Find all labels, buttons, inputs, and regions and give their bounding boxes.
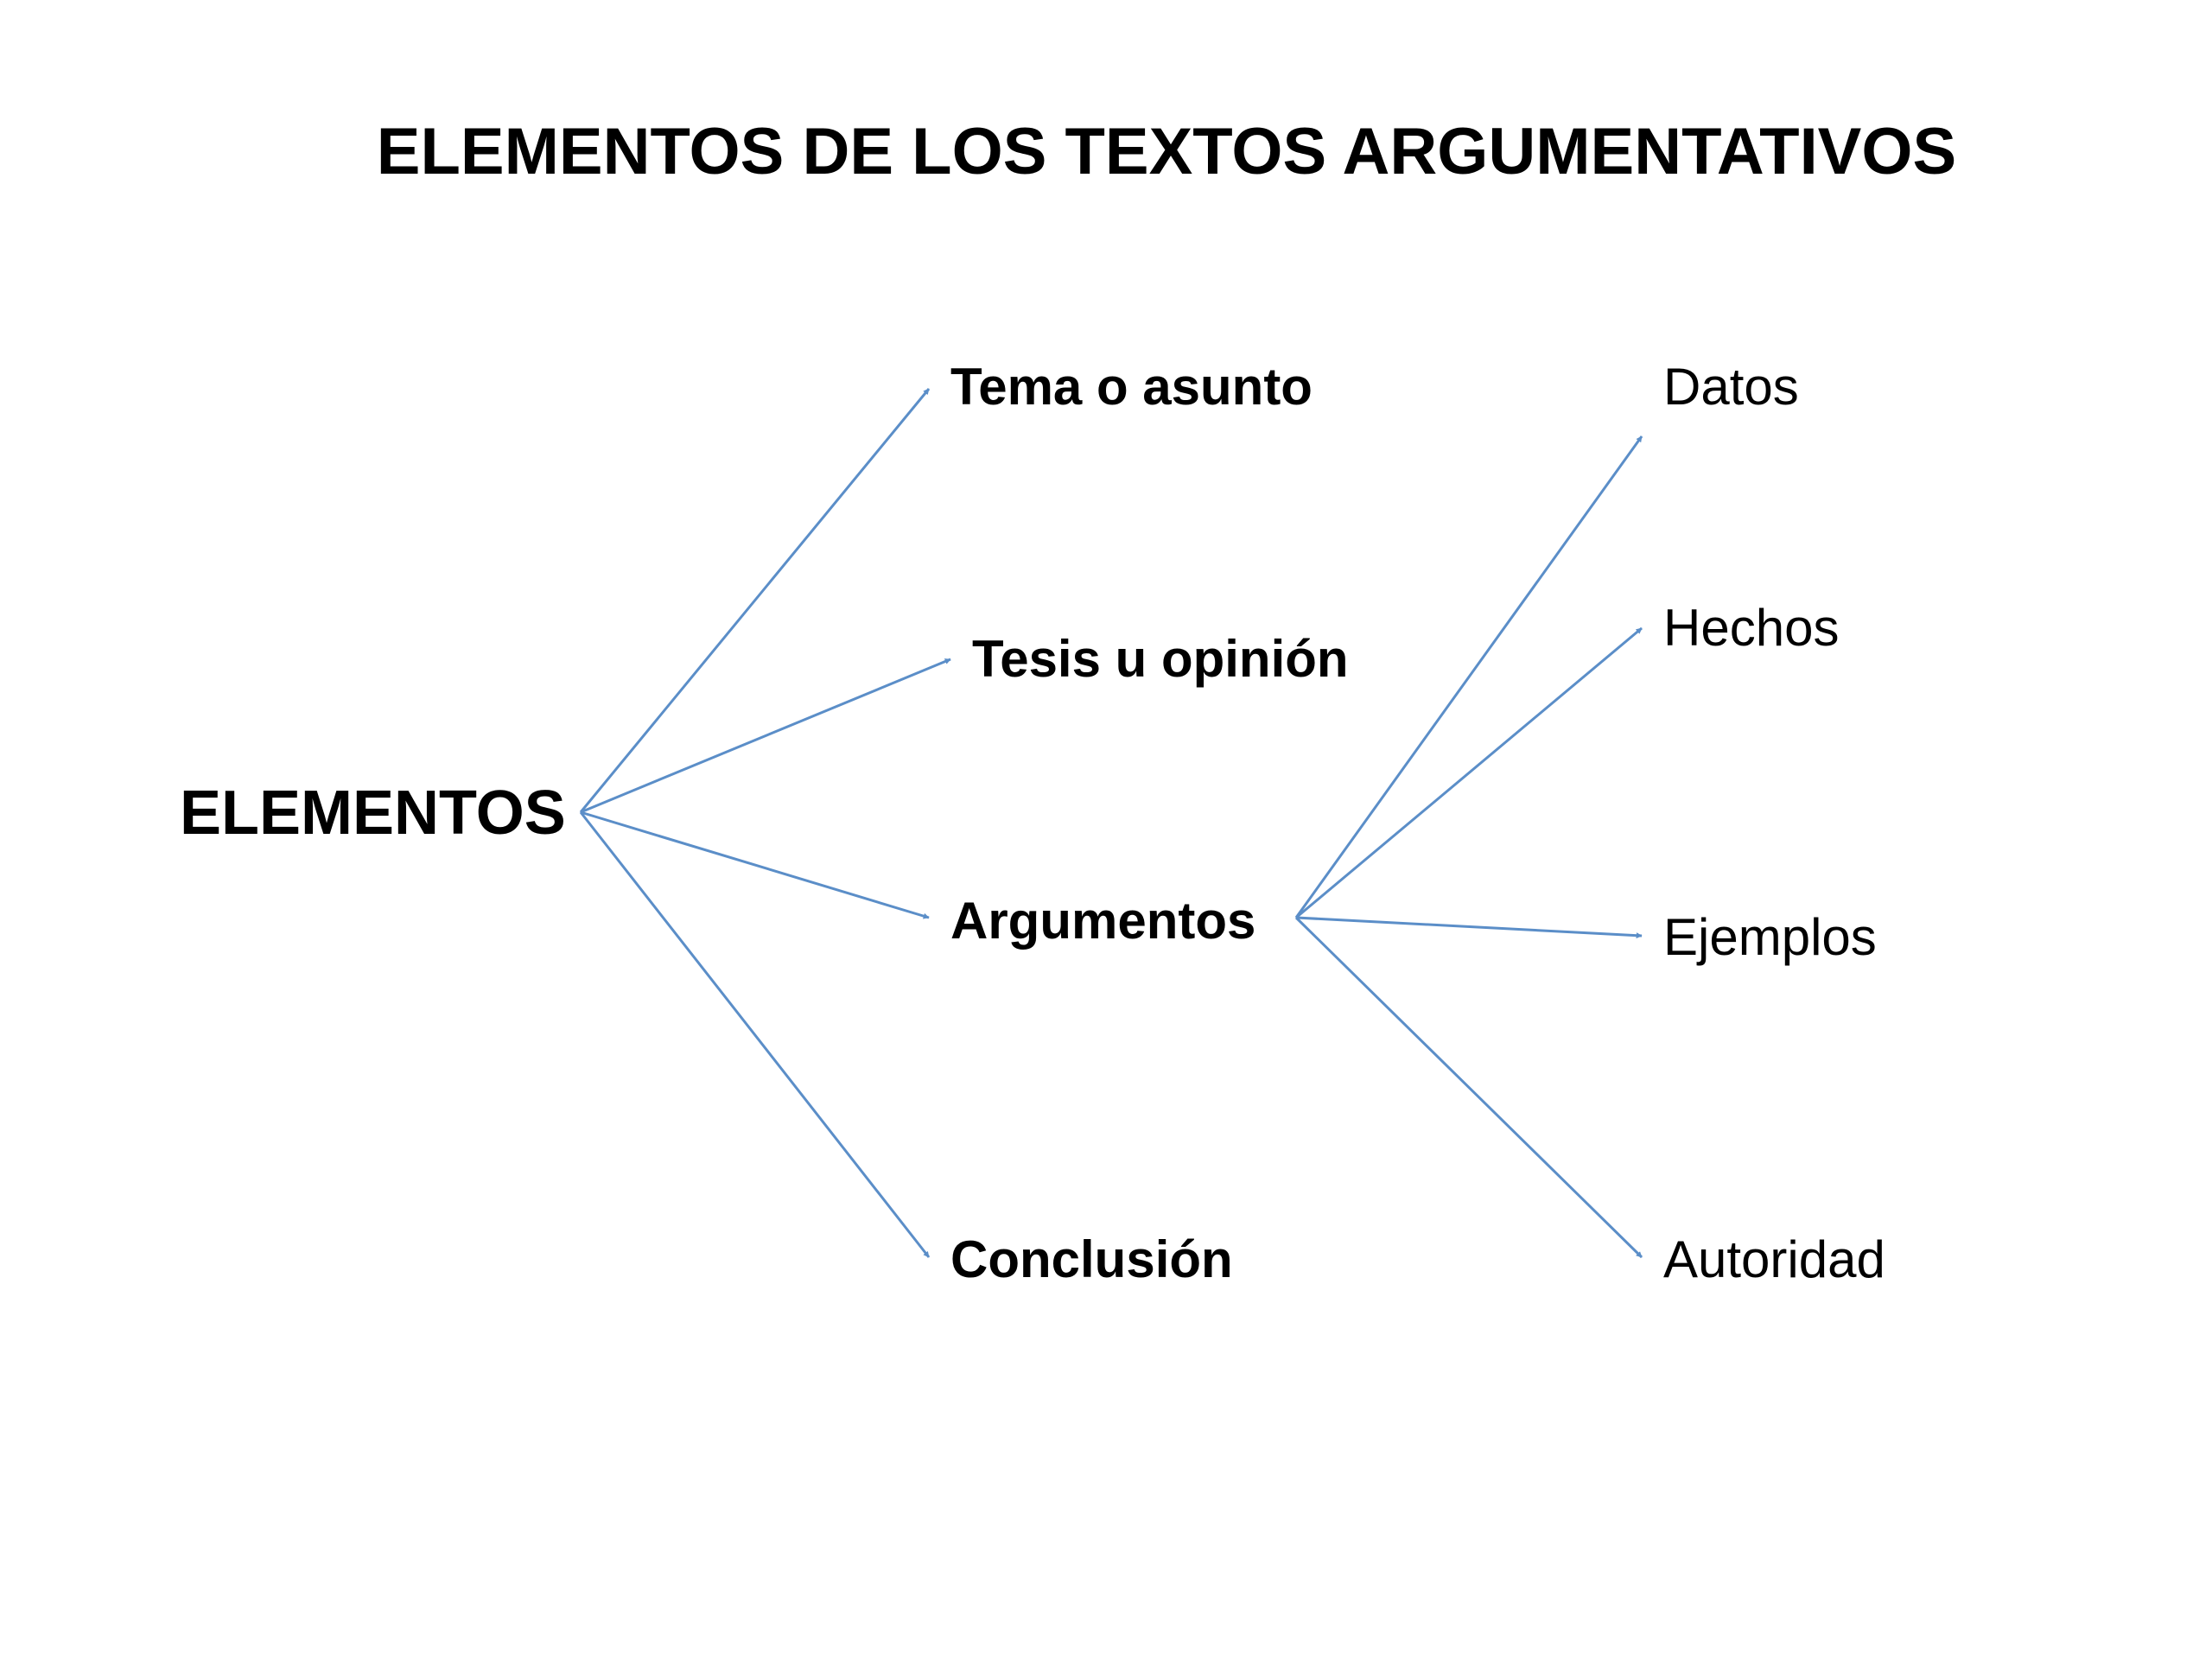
root-node-elementos: ELEMENTOS [180, 779, 566, 848]
arrow-argumentos-to-autoridad [1294, 916, 1643, 1259]
arrow-elementos-to-tesis [580, 658, 951, 814]
node-autoridad: Autoridad [1663, 1230, 1885, 1288]
arrow-elementos-to-tema [579, 388, 931, 813]
arrow-elementos-to-conclusion [579, 811, 931, 1258]
node-tesis-u-opinion: Tesis u opinión [972, 630, 1349, 688]
node-hechos: Hechos [1663, 599, 1840, 657]
diagram-title: ELEMENTOS DE LOS TEXTOS ARGUMENTATIVOS [376, 115, 1957, 188]
node-tema-o-asunto: Tema o asunto [950, 358, 1313, 416]
arrow-elementos-to-argumentos [580, 810, 930, 919]
arrow-argumentos-to-hechos [1295, 626, 1643, 919]
node-ejemplos: Ejemplos [1663, 908, 1877, 966]
arrow-argumentos-to-datos [1294, 435, 1643, 918]
node-datos: Datos [1663, 358, 1799, 416]
node-conclusion: Conclusión [950, 1230, 1233, 1288]
arrow-argumentos-to-ejemplos [1295, 916, 1643, 939]
node-argumentos: Argumentos [950, 892, 1256, 950]
